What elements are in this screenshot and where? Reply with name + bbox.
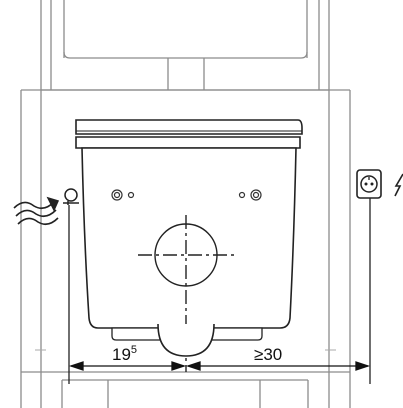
dimension-left-superscript: 5 bbox=[131, 344, 137, 356]
water-supply-icon bbox=[13, 188, 79, 226]
dimension-line-right bbox=[185, 361, 371, 371]
power-socket-icon bbox=[356, 169, 382, 199]
dimension-line-left bbox=[68, 361, 187, 371]
fixing-holes bbox=[111, 189, 262, 201]
toilet-seat bbox=[75, 136, 301, 149]
toilet-lid bbox=[75, 119, 303, 135]
dimension-left-label: 195 bbox=[112, 344, 137, 364]
dimension-right-label: ≥30 bbox=[254, 345, 282, 364]
toilet-bowl bbox=[81, 147, 297, 329]
lightning-bolt-icon bbox=[394, 173, 403, 197]
mounting-frame bbox=[20, 0, 351, 408]
drain-pipe bbox=[157, 323, 215, 357]
wall-hung-toilet bbox=[75, 119, 303, 341]
